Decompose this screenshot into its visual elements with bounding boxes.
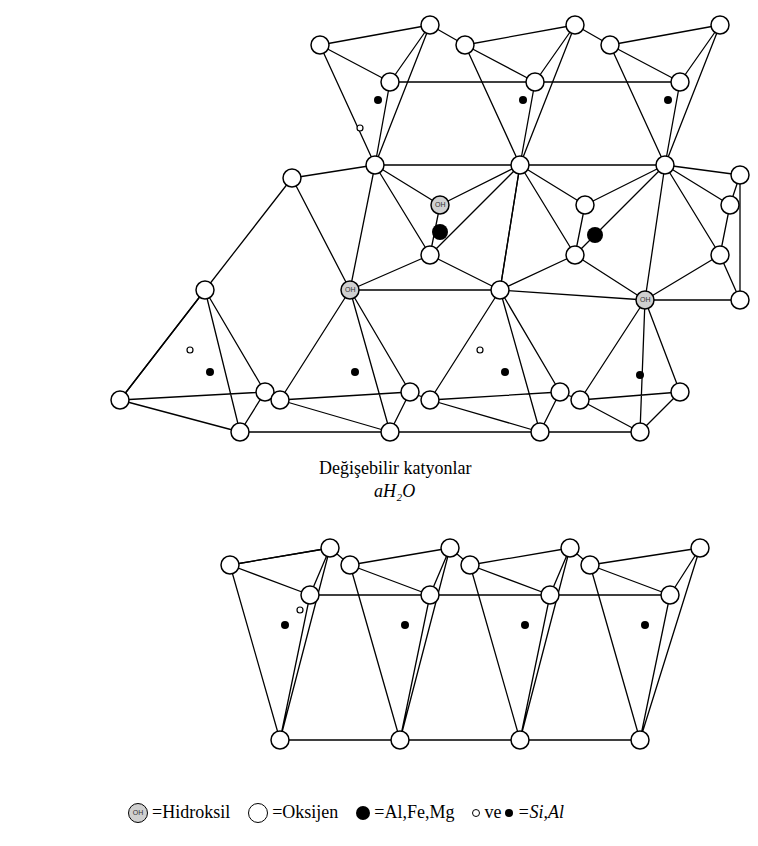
hydroxyl-mark: OH [345, 286, 356, 294]
hydroxyl-symbol: OH [128, 803, 148, 823]
interlayer-label: Değişebilir katyonlar [319, 459, 471, 479]
legend-text: =Si,Al [517, 802, 564, 823]
hydroxyl-mark: OH [133, 809, 144, 816]
tetrahedral-cation-symbol [505, 809, 513, 817]
octahedral-cation-symbol [356, 806, 370, 820]
legend-text: ve [484, 802, 501, 823]
hydroxyl-mark: OH [435, 201, 446, 209]
legend-text: =Oksijen [272, 802, 338, 823]
legend-text: =Al,Fe,Mg [374, 802, 454, 823]
legend: OH =Hidroksil =Oksijen =Al,Fe,Mg ve =Si,Al [128, 802, 564, 823]
water-label: aH₂O [374, 482, 415, 502]
oxygen-symbol [248, 803, 268, 823]
tetrahedral-cation-symbol [472, 809, 480, 817]
hydroxyl-mark: OH [640, 296, 651, 304]
legend-text: =Hidroksil [152, 802, 230, 823]
